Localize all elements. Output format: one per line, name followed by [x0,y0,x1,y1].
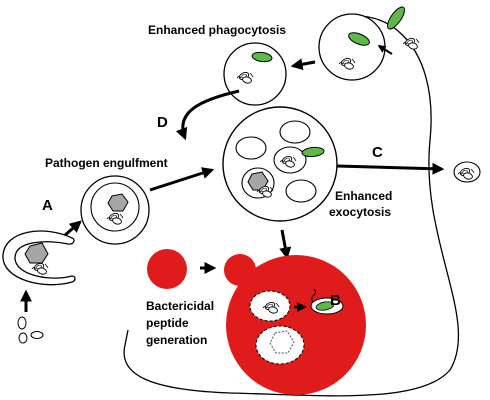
granule-1 [279,120,311,144]
red-granule-small [147,249,187,289]
label-panel-d: D [157,114,168,131]
bacterium-in-vacuole [301,146,325,158]
arrow-uptake [377,45,393,55]
pathogen-engulfed [107,193,129,212]
label-pathogen-engulfment: Pathogen engulfment [45,156,168,170]
bacterium-killed [315,301,335,311]
label-enhanced-phagocytosis: Enhanced phagocytosis [148,23,286,37]
pathogen-degraded [269,330,295,354]
label-panel-c: C [372,144,383,161]
bacterium-in-vesicle [251,51,273,63]
label-bactericidal-1: Bactericidal [146,299,214,313]
particle-1 [17,316,27,330]
phagosome-right [318,13,386,81]
arrow-c [336,162,445,175]
label-bactericidal-3: generation [146,333,207,347]
pathogen-in-cup [24,242,49,264]
arrow-a [63,220,82,238]
label-enhanced-exocytosis-2: exocytosis [329,205,391,219]
particle-2 [18,332,28,344]
arrow-down [279,229,292,260]
arrow-to-vesicle [290,58,316,71]
bacterium-in-phagosome [348,32,370,46]
granule-5 [285,179,317,203]
phagocytic-cup [2,230,76,286]
particle-3 [30,331,44,339]
peptide-squiggle [311,288,316,303]
microbe-in-cup [31,261,49,276]
label-panel-a: A [42,197,53,214]
red-fused-vacuole [226,255,366,395]
vesicle-top [223,42,287,106]
arrow-d [175,89,240,141]
cell-membrane [123,15,460,397]
label-panel-b: B [330,292,341,309]
bacterium-outside [386,6,406,30]
arrow-to-vacuole [149,167,215,192]
label-bactericidal-2: peptide [146,316,189,330]
granule-2 [235,136,267,160]
label-enhanced-exocytosis-1: Enhanced [335,189,392,203]
